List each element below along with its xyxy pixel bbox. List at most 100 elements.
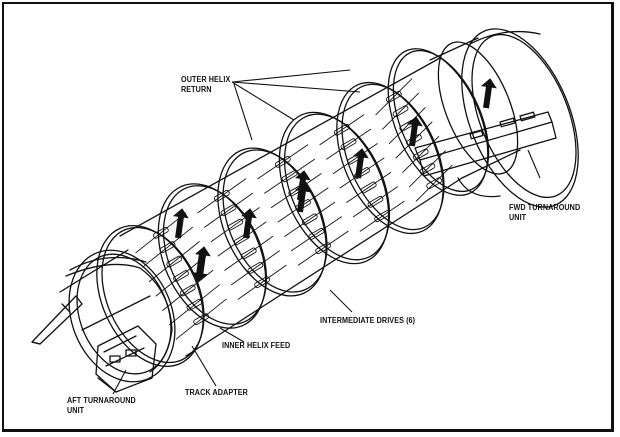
flow-arrows (173, 78, 497, 282)
cartridge-strip (168, 284, 220, 326)
label-track-adapter: TRACK ADAPTER (185, 388, 248, 398)
flow-arrow-up-icon (241, 208, 257, 239)
cartridge-strip (297, 230, 349, 266)
cartridge-strip (339, 157, 385, 189)
cartridge (360, 181, 377, 194)
cartridge (308, 227, 325, 240)
label-inner-helix-feed: INNER HELIX FEED (222, 341, 290, 351)
cartridge-strip (217, 221, 267, 257)
drum-ring (157, 183, 267, 329)
drum-ring-inner (101, 226, 205, 364)
cartridge (159, 241, 176, 254)
cartridge-strip (155, 255, 207, 297)
cartridge-strip (388, 107, 426, 145)
cartridge-strip (382, 92, 420, 130)
label-fwd-turnaround-unit: FWD TURNAROUND UNIT (509, 203, 580, 223)
cartridge-strip (142, 226, 194, 268)
fwd-turnaround-dish (457, 28, 579, 208)
cartridge (274, 155, 291, 168)
cartridge-strip (352, 186, 398, 218)
cartridge-strip (346, 171, 392, 203)
label-intermediate-drives: INTERMEDIATE DRIVES (6) (320, 316, 415, 326)
cartridge-strip (375, 78, 413, 116)
cartridge (301, 213, 318, 226)
cartridge-strip (162, 269, 214, 311)
cartridge-strip (326, 128, 372, 160)
cartridge-strip (359, 200, 405, 232)
cartridge (333, 123, 350, 136)
cartridge-strip (319, 114, 365, 146)
drum-ring-inner (283, 113, 391, 261)
cartridge (213, 189, 230, 202)
label-outer-helix-return-line2: RETURN (181, 85, 212, 94)
cartridge (179, 284, 196, 297)
cartridge-strip (175, 298, 227, 340)
cartridge (419, 162, 436, 175)
drum-ring (387, 48, 489, 196)
cartridge (367, 195, 384, 208)
cartridge-strip (270, 173, 322, 209)
leader-fwd-turnaround (527, 149, 541, 179)
drum-ring-inner (222, 149, 328, 293)
cartridge (392, 105, 409, 118)
leader-outer-helix-3 (231, 81, 295, 121)
cartridge (173, 270, 189, 282)
leader-track-adapter (191, 345, 217, 387)
flow-arrow-down-icon (191, 251, 208, 282)
cartridge-strip (224, 235, 274, 271)
flow-arrow-up-icon (481, 78, 497, 109)
aft-turnaround-box (95, 325, 157, 393)
drum-ring (336, 81, 444, 235)
label-fwd-turnaround-line1: FWD TURNAROUND (509, 203, 581, 212)
label-aft-turnaround-line1: AFT TURNAROUND (67, 396, 136, 405)
leader-outer-helix-2 (231, 81, 361, 93)
label-outer-helix-return-line1: OUTER HELIX (181, 75, 231, 84)
cartridge-strip (230, 250, 280, 286)
drum-rings (96, 48, 490, 368)
cartridge (340, 138, 357, 151)
leader-outer-helix-4 (233, 83, 253, 141)
cartridge (186, 298, 203, 311)
cartridge-strip (148, 241, 200, 283)
label-track-adapter-line1: TRACK ADAPTER (185, 388, 248, 397)
cartridge (240, 247, 257, 260)
drum-ring-inner (162, 185, 268, 325)
drum-ring (278, 111, 390, 265)
cartridge (193, 313, 210, 326)
cartridge (220, 204, 237, 217)
cartridge (315, 242, 332, 255)
leader-intermediate-drives (329, 289, 353, 313)
cartridge-strip (332, 143, 378, 175)
cartridge-strip (257, 144, 309, 180)
leader-inner-helix-feed (219, 327, 245, 343)
aft-spike (31, 295, 83, 345)
drum-body (119, 57, 463, 357)
cartridge (385, 90, 402, 103)
cartridge (227, 218, 244, 231)
drum-ring (96, 224, 204, 368)
diagram-border (2, 2, 614, 432)
cartridge (152, 226, 169, 239)
cartridge-strip (197, 178, 247, 214)
flow-arrow-up-icon (407, 116, 423, 147)
cartridge (426, 177, 443, 190)
label-fwd-turnaround-line2: UNIT (509, 213, 527, 222)
cartridge (412, 148, 429, 161)
cartridge-strip (284, 201, 336, 237)
leader-outer-helix-1 (231, 69, 351, 83)
drum-ring (217, 147, 327, 297)
cartridge (247, 261, 264, 274)
label-inner-helix-feed-line1: INNER HELIX FEED (222, 341, 291, 350)
cartridge-strip (135, 212, 187, 254)
flow-arrow-up-icon (295, 170, 311, 201)
cartridge (281, 170, 298, 183)
flow-arrow-up-icon (353, 148, 369, 179)
cartridge-strip (402, 135, 440, 173)
flow-arrow-up-icon (173, 208, 189, 239)
leader-lines (112, 69, 541, 395)
cartridge (374, 210, 391, 223)
fwd-turnaround-bracket (414, 111, 557, 177)
cartridge (166, 255, 183, 268)
